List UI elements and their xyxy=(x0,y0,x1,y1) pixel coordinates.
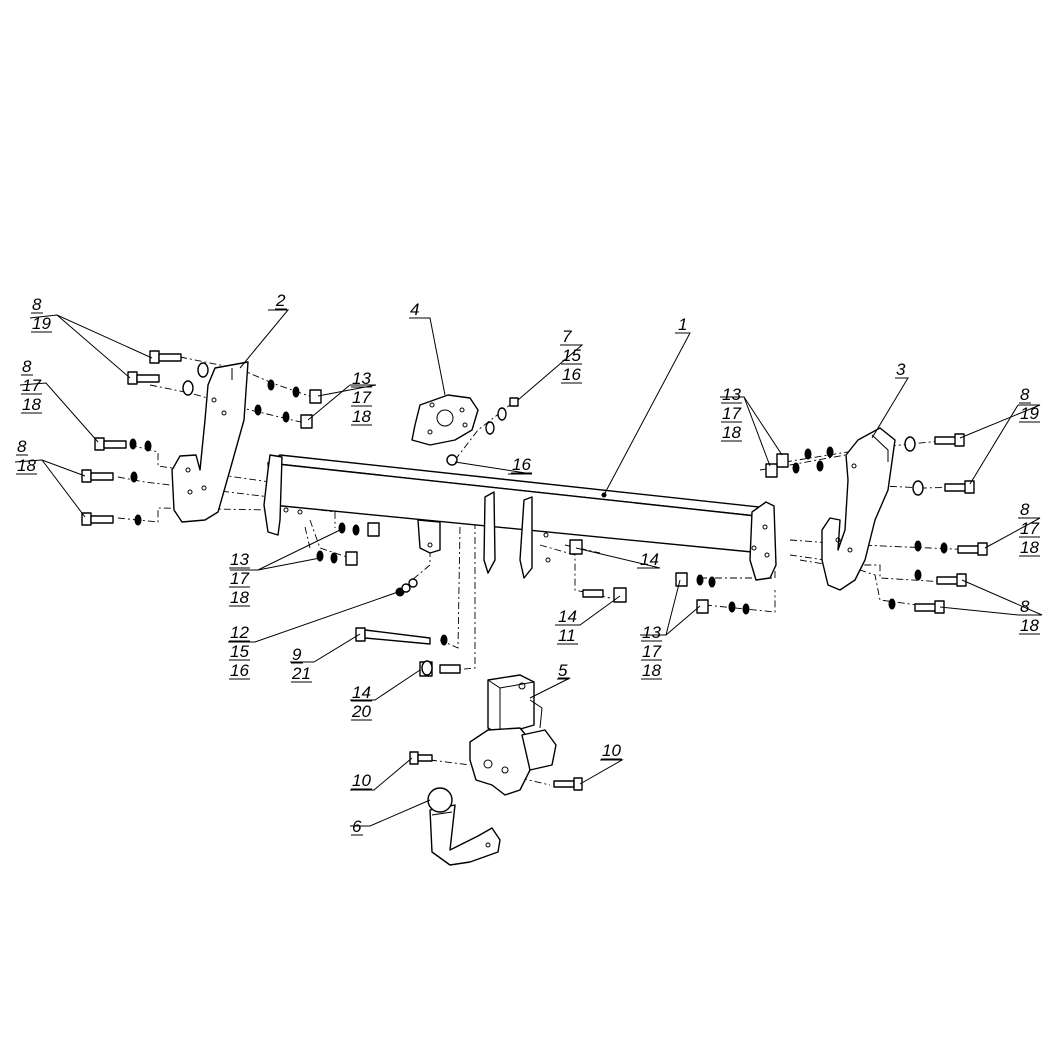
callout-number: 8 xyxy=(1020,385,1030,404)
callout-8-19: 819 xyxy=(31,295,52,333)
callout-number: 13 xyxy=(722,385,741,404)
callout-number: 18 xyxy=(722,423,741,442)
callout-number: 13 xyxy=(352,369,371,388)
callout-10: 10 xyxy=(351,771,372,790)
callout-number: 18 xyxy=(22,395,41,414)
callout-number: 11 xyxy=(558,626,576,645)
callout-8-18: 818 xyxy=(16,437,37,475)
callout-number: 16 xyxy=(562,365,581,384)
callout-number: 8 xyxy=(1020,597,1030,616)
callout-number: 8 xyxy=(32,295,42,314)
washers-and-nuts xyxy=(129,362,948,676)
callout-number: 18 xyxy=(1020,538,1039,557)
callout-number: 15 xyxy=(562,346,581,365)
callout-number: 17 xyxy=(352,388,371,407)
callout-3: 3 xyxy=(895,360,907,379)
callout-number: 19 xyxy=(1020,404,1039,423)
callout-number: 19 xyxy=(32,314,51,333)
callout-5: 5 xyxy=(557,661,569,680)
callout-number: 10 xyxy=(352,771,371,790)
callout-number: 13 xyxy=(642,623,661,642)
callout-number: 18 xyxy=(1020,616,1039,635)
callout-10: 10 xyxy=(601,741,622,760)
callout-number: 18 xyxy=(230,588,249,607)
main-crossbar xyxy=(263,454,777,581)
callout-number: 14 xyxy=(640,550,659,569)
callout-number: 14 xyxy=(352,683,371,702)
callout-14: 14 xyxy=(639,550,660,569)
callout-number: 8 xyxy=(1020,500,1030,519)
callout-number: 17 xyxy=(722,404,741,423)
callout-16: 16 xyxy=(511,455,532,474)
callout-number: 15 xyxy=(230,642,249,661)
ball-mount-assembly xyxy=(469,674,557,796)
callout-number: 16 xyxy=(512,455,531,474)
callout-9-21: 921 xyxy=(291,645,312,683)
callout-number: 18 xyxy=(642,661,661,680)
left-mounting-bracket xyxy=(171,361,249,523)
callout-8-19: 819 xyxy=(1019,385,1040,423)
tow-ball xyxy=(427,787,501,866)
callout-number: 18 xyxy=(352,407,371,426)
callout-number: 18 xyxy=(17,456,36,475)
callout-number: 8 xyxy=(17,437,27,456)
callout-number: 14 xyxy=(558,607,577,626)
callout-number: 20 xyxy=(351,702,371,721)
callout-number: 17 xyxy=(1020,519,1039,538)
callout-number: 17 xyxy=(230,569,249,588)
callout-number: 5 xyxy=(558,661,568,680)
callout-number: 9 xyxy=(292,645,302,664)
callout-8-18: 818 xyxy=(1019,597,1040,635)
socket-plate xyxy=(411,394,479,446)
callout-number: 4 xyxy=(410,300,419,319)
callout-number: 21 xyxy=(291,664,311,683)
callout-number: 6 xyxy=(352,817,362,836)
callout-6: 6 xyxy=(351,817,363,836)
callout-number: 10 xyxy=(602,741,621,760)
callout-number: 17 xyxy=(642,642,661,661)
callout-number: 8 xyxy=(22,357,32,376)
callout-labels: 8192817181317188184715161613131718819131… xyxy=(16,291,1040,836)
callout-number: 16 xyxy=(230,661,249,680)
callout-number: 3 xyxy=(896,360,906,379)
right-mounting-bracket xyxy=(821,427,896,591)
callout-2: 2 xyxy=(275,291,287,310)
callout-number: 13 xyxy=(230,550,249,569)
callout-number: 1 xyxy=(678,315,687,334)
callout-4: 4 xyxy=(409,300,421,319)
callout-1: 1 xyxy=(677,315,689,334)
callout-number: 7 xyxy=(562,327,572,346)
callout-number: 2 xyxy=(275,291,286,310)
callout-number: 12 xyxy=(230,623,249,642)
callout-number: 17 xyxy=(22,376,41,395)
